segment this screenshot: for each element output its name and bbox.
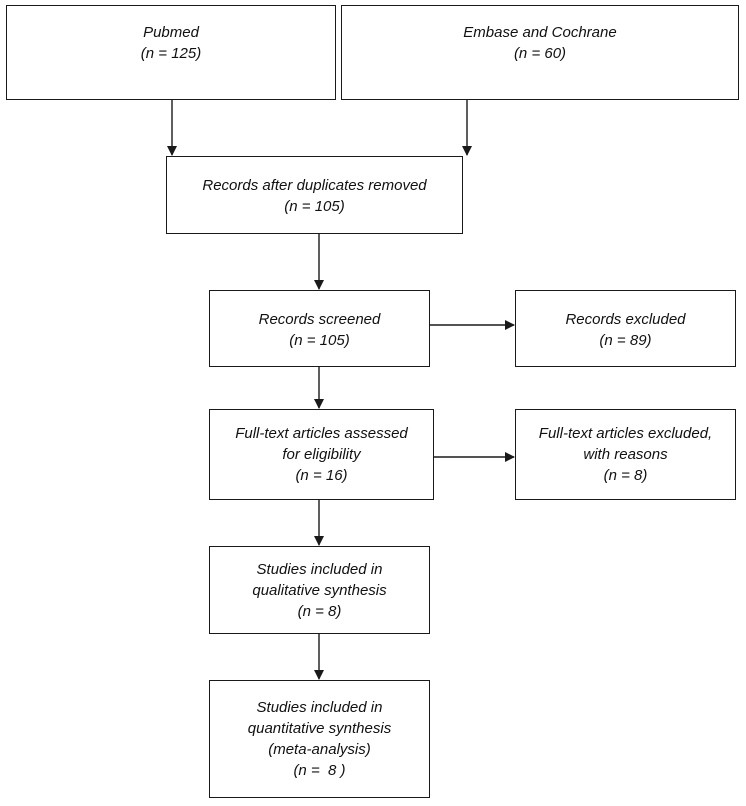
fulltext-assessed-label-line1: Full-text articles assessed (235, 425, 408, 442)
duplicates-removed-text: Records after duplicates removed (n = 10… (202, 175, 426, 217)
qualitative-synthesis-box: Studies included in qualitative synthesi… (209, 546, 430, 634)
embase-cochrane-label: Embase and Cochrane (463, 24, 617, 41)
quantitative-synthesis-text: Studies included in quantitative synthes… (248, 697, 391, 781)
fulltext-excluded-text: Full-text articles excluded, with reason… (539, 423, 712, 486)
fulltext-assessed-label-line2: for eligibility (282, 446, 361, 463)
fulltext-excluded-count: (n = 8) (603, 467, 648, 484)
pubmed-label: Pubmed (143, 24, 199, 41)
qualitative-synthesis-count: (n = 8) (297, 602, 342, 620)
records-excluded-text: Records excluded (n = 89) (565, 309, 685, 351)
embase-cochrane-text: Embase and Cochrane (n = 60) (463, 22, 616, 64)
duplicates-removed-count: (n = 105) (284, 198, 345, 215)
records-excluded-box: Records excluded (n = 89) (515, 290, 736, 367)
embase-cochrane-count: (n = 60) (513, 45, 567, 62)
fulltext-excluded-label-line2: with reasons (583, 446, 668, 463)
records-screened-text: Records screened (n = 105) (259, 309, 381, 351)
pubmed-text: Pubmed (n = 125) (141, 22, 201, 64)
embase-cochrane-box: Embase and Cochrane (n = 60) (341, 5, 739, 100)
fulltext-assessed-text: Full-text articles assessed for eligibil… (235, 423, 408, 486)
records-excluded-count: (n = 89) (599, 332, 652, 349)
quantitative-synthesis-label-line2: quantitative synthesis (247, 720, 392, 737)
fulltext-excluded-label-line1: Full-text articles excluded, (538, 425, 713, 442)
pubmed-box: Pubmed (n = 125) (6, 5, 336, 100)
records-excluded-label: Records excluded (565, 311, 686, 328)
quantitative-synthesis-count: (n = 8 ) (293, 762, 346, 779)
quantitative-synthesis-label-line1: Studies included in (256, 699, 383, 716)
qualitative-synthesis-label-line2: qualitative synthesis (252, 581, 387, 599)
duplicates-removed-box: Records after duplicates removed (n = 10… (166, 156, 463, 234)
records-screened-box: Records screened (n = 105) (209, 290, 430, 367)
fulltext-assessed-box: Full-text articles assessed for eligibil… (209, 409, 434, 500)
records-screened-label: Records screened (258, 311, 381, 328)
fulltext-assessed-count: (n = 16) (295, 467, 348, 484)
pubmed-count: (n = 125) (140, 45, 202, 62)
duplicates-removed-label: Records after duplicates removed (202, 177, 427, 194)
qualitative-synthesis-text: Studies included in qualitative synthesi… (252, 559, 386, 622)
fulltext-excluded-box: Full-text articles excluded, with reason… (515, 409, 736, 500)
quantitative-synthesis-label-line3: (meta-analysis) (268, 741, 371, 758)
quantitative-synthesis-box: Studies included in quantitative synthes… (209, 680, 430, 798)
qualitative-synthesis-label-line1: Studies included in (256, 560, 383, 578)
records-screened-count: (n = 105) (289, 332, 350, 349)
